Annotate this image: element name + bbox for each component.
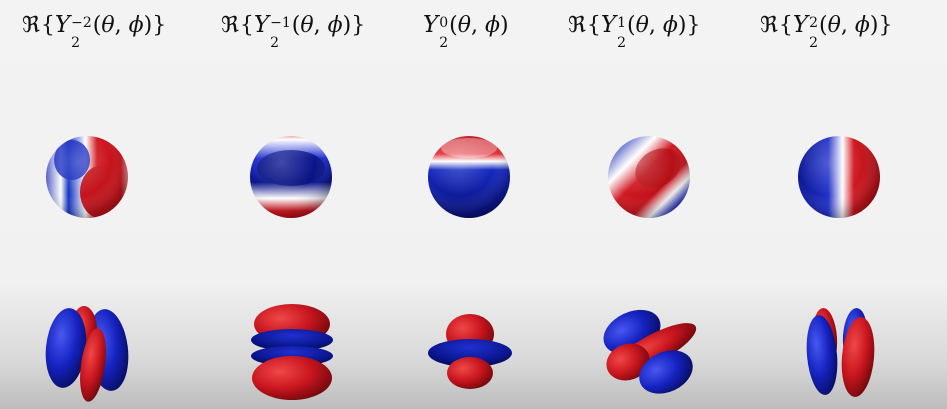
real-part-symbol: ℜ — [221, 13, 239, 38]
order-m: 0 — [439, 15, 449, 31]
lobes-Y2-0 — [428, 314, 512, 389]
lobes-Y2-2 — [806, 308, 875, 397]
degree-l: 2 — [809, 35, 819, 51]
order-m: 1 — [617, 15, 627, 31]
sphere-Y2-1 — [608, 136, 690, 218]
degree-l: 2 — [617, 35, 627, 51]
lobes-Y2-minus1 — [251, 304, 333, 400]
title-Y2-2: ℜ { Y 2 2 (θ, ϕ) } — [760, 12, 893, 51]
sphere-Y2-minus2 — [46, 136, 128, 218]
order-m: −2 — [71, 15, 92, 31]
title-Y2-minus1: ℜ { Y −1 2 (θ, ϕ) } — [221, 12, 366, 51]
degree-l: 2 — [270, 35, 280, 51]
degree-l: 2 — [439, 35, 449, 51]
real-part-symbol: ℜ — [568, 13, 586, 38]
real-part-symbol: ℜ — [22, 13, 40, 38]
order-m: −1 — [270, 15, 291, 31]
title-Y2-1: ℜ { Y 1 2 (θ, ϕ) } — [568, 12, 701, 51]
title-Y2-0: Y 0 2 (θ, ϕ) — [423, 12, 509, 51]
title-Y2-minus2: ℜ { Y −2 2 (θ, ϕ) } — [22, 12, 167, 51]
order-m: 2 — [809, 15, 819, 31]
sphere-Y2-0 — [428, 136, 510, 218]
sphere-Y2-2 — [798, 136, 880, 218]
lobes-Y2-minus2 — [45, 306, 129, 402]
lobes-Y2-1 — [603, 309, 697, 394]
sphere-Y2-minus1 — [250, 136, 332, 218]
degree-l: 2 — [71, 35, 81, 51]
real-part-symbol: ℜ — [760, 13, 778, 38]
